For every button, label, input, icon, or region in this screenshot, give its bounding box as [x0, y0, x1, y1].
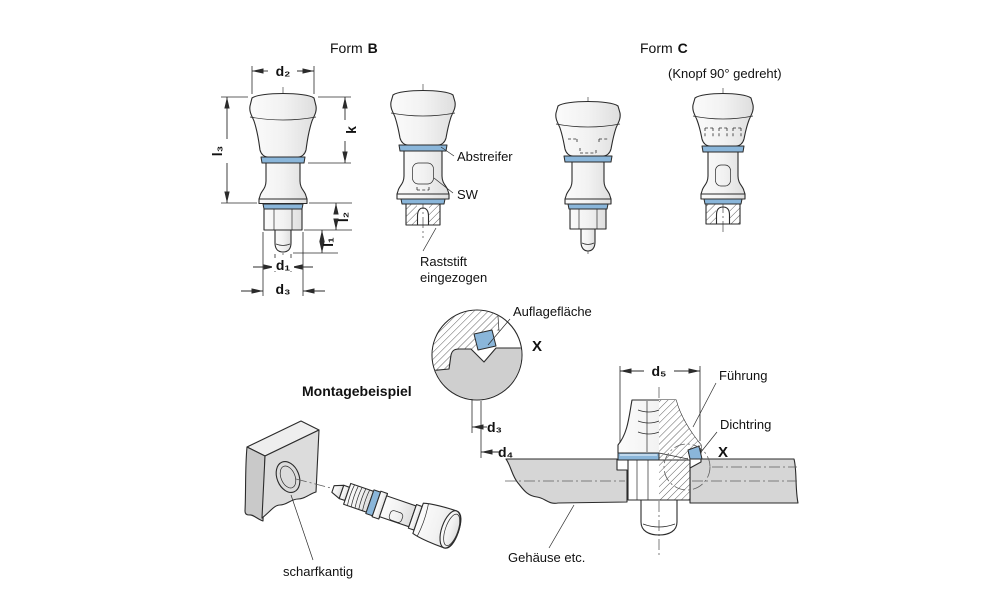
dim-k-label: k	[343, 126, 359, 134]
dim-l3-label: l₃	[209, 146, 225, 156]
form-c-front-view	[555, 97, 621, 254]
auflageflaeche-label: Auflagefläche	[513, 304, 592, 319]
form-b-dimensioned-view: d₂ l₃ k l₂ l₁ d₁ d₃	[209, 63, 359, 297]
form-c-rotated-view	[692, 88, 754, 232]
sw-label: SW	[457, 187, 479, 202]
form-b-labeled-view: Abstreifer SW Raststift eingezogen	[390, 84, 513, 285]
fuehrung-label: Führung	[719, 368, 767, 383]
dichtring-label: Dichtring	[720, 417, 771, 432]
form-c-subtitle: (Knopf 90° gedreht)	[668, 66, 782, 81]
montage-view: Montagebeispiel scharf	[244, 383, 462, 579]
gehaeuse-label: Gehäuse etc.	[508, 550, 585, 565]
raststift-label-line1: Raststift	[420, 254, 467, 269]
detail-x-view: d₃ d₄ Auflagefläche X	[431, 304, 592, 460]
dim-d2-label: d₂	[276, 63, 291, 79]
montage-title: Montagebeispiel	[302, 383, 412, 399]
detail-x-marker: X	[532, 338, 542, 355]
abstreifer-label: Abstreifer	[457, 149, 513, 164]
montage-plunger	[331, 482, 462, 549]
raststift-label-line2: eingezogen	[420, 270, 487, 285]
detail-dim-d4-label: d₄	[498, 444, 513, 460]
dim-d5-label: d₅	[652, 363, 667, 379]
dim-d3-label: d₃	[275, 281, 290, 297]
scharfkantig-label: scharfkantig	[283, 564, 353, 579]
cross-section-view: X d₅ Führung Dichtring Gehäuse etc.	[505, 363, 799, 565]
dim-d1-label: d₁	[276, 257, 291, 273]
dim-l1-label: l₁	[320, 237, 336, 247]
dim-l2-label: l₂	[335, 212, 351, 222]
detail-dim-d3-label: d₃	[487, 419, 502, 435]
section-x-marker: X	[718, 444, 728, 461]
